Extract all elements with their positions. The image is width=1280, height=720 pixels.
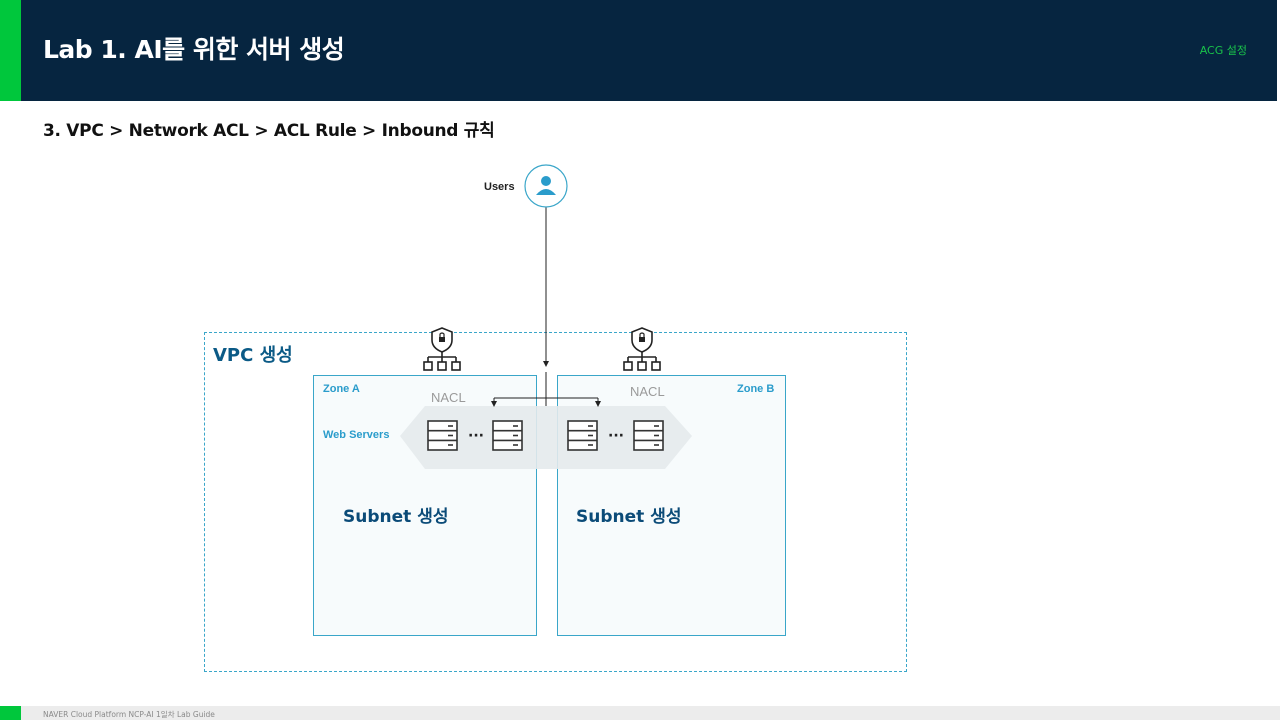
header-accent (0, 0, 21, 101)
header-section-label: ACG 설정 (1199, 44, 1247, 57)
server-icon (492, 420, 523, 451)
zone-a-label: Zone A (323, 383, 360, 395)
page-title: Lab 1. AI를 위한 서버 생성 (43, 35, 345, 64)
server-ellipsis: ··· (468, 428, 484, 444)
nacl-label-zone-a: NACL (431, 390, 466, 405)
shield-lock-network-icon (423, 327, 461, 371)
header-bar (0, 0, 1277, 101)
server-ellipsis: ··· (608, 428, 624, 444)
subnet-label-zone-a: Subnet 생성 (343, 507, 449, 527)
subnet-label-zone-b: Subnet 생성 (576, 507, 682, 527)
subnet-span-arrow (400, 406, 692, 469)
users-label: Users (484, 181, 515, 193)
footer-text: NAVER Cloud Platform NCP-AI 1일차 Lab Guid… (43, 710, 215, 719)
server-icon (427, 420, 458, 451)
nacl-label-zone-b: NACL (630, 384, 665, 399)
zone-b-label: Zone B (737, 383, 775, 395)
vpc-container (204, 332, 907, 672)
user-icon (524, 164, 568, 208)
web-servers-label: Web Servers (323, 429, 390, 441)
server-icon (633, 420, 664, 451)
shield-lock-network-icon (623, 327, 661, 371)
step-title: 3. VPC > Network ACL > ACL Rule > Inboun… (43, 121, 495, 141)
vpc-label: VPC 생성 (213, 345, 293, 366)
footer-bar (0, 706, 1280, 720)
footer-accent (0, 706, 21, 720)
server-icon (567, 420, 598, 451)
